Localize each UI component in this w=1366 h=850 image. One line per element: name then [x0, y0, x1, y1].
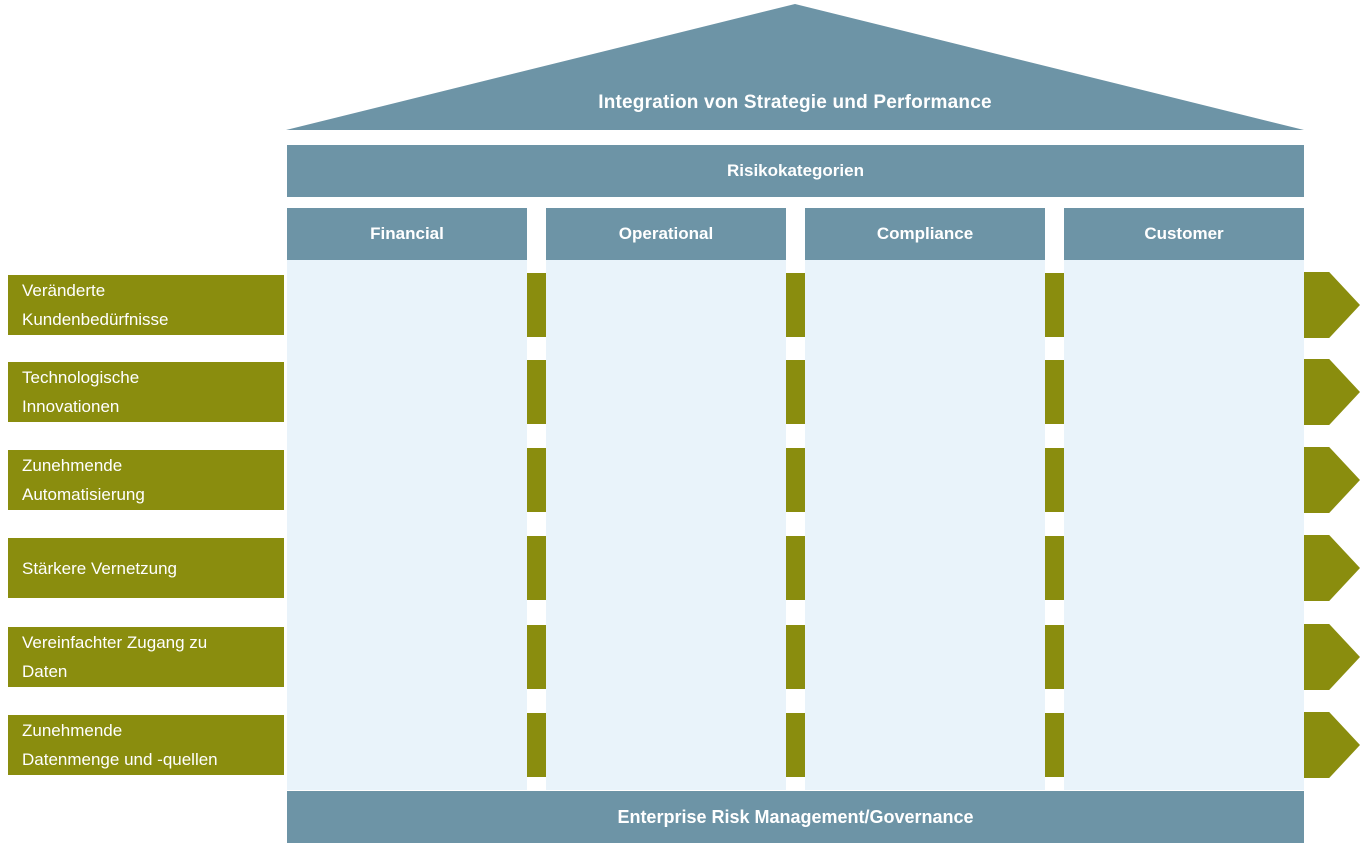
column-header-operational: Operational: [546, 208, 786, 260]
pillar-connector: [786, 360, 805, 424]
right-arrow-icon: [1304, 712, 1360, 778]
right-arrow-icon: [1304, 272, 1360, 338]
pillar-connector: [1045, 448, 1064, 512]
pillar-connector: [1045, 625, 1064, 689]
pillar-connector: [1045, 536, 1064, 600]
right-arrow-icon: [1304, 535, 1360, 601]
driver-label: Vereinfachter Zugang zu Daten: [8, 627, 284, 687]
pillar-compliance: [805, 260, 1045, 790]
pillar-connector: [527, 713, 546, 777]
roof-title: Integration von Strategie und Performanc…: [598, 92, 992, 113]
risk-categories-label: Risikokategorien: [727, 161, 864, 180]
pillar-connector: [1045, 360, 1064, 424]
right-arrow-icon: [1304, 447, 1360, 513]
pillar-connector: [786, 273, 805, 337]
column-header-financial: Financial: [287, 208, 527, 260]
pillar-connector: [786, 713, 805, 777]
right-arrow-icon: [1304, 624, 1360, 690]
pillar-connector: [1045, 713, 1064, 777]
base-bar: Enterprise Risk Management/Governance: [287, 791, 1304, 843]
base-bar-label: Enterprise Risk Management/Governance: [617, 806, 974, 827]
pillar-connector: [527, 536, 546, 600]
risk-categories-bar: Risikokategorien: [287, 145, 1304, 197]
pillar-connector: [1045, 273, 1064, 337]
pillar-connector: [786, 448, 805, 512]
driver-label: Zunehmende Datenmenge und -quellen: [8, 715, 284, 775]
pillar-connector: [527, 360, 546, 424]
pillar-operational: [546, 260, 786, 790]
pillar-connector: [786, 536, 805, 600]
column-header-compliance: Compliance: [805, 208, 1045, 260]
driver-label: Stärkere Vernetzung: [8, 538, 284, 598]
driver-label: Technologische Innovationen: [8, 362, 284, 422]
pillar-customer: [1064, 260, 1304, 790]
roof-triangle: Integration von Strategie und Performanc…: [286, 4, 1304, 130]
right-arrow-icon: [1304, 359, 1360, 425]
column-header-customer: Customer: [1064, 208, 1304, 260]
pillar-connector: [527, 625, 546, 689]
pillar-financial: [287, 260, 527, 790]
driver-label: Veränderte Kundenbedürfnisse: [8, 275, 284, 335]
pillar-connector: [786, 625, 805, 689]
driver-label: Zunehmende Automatisierung: [8, 450, 284, 510]
pillar-connector: [527, 448, 546, 512]
pillar-connector: [527, 273, 546, 337]
